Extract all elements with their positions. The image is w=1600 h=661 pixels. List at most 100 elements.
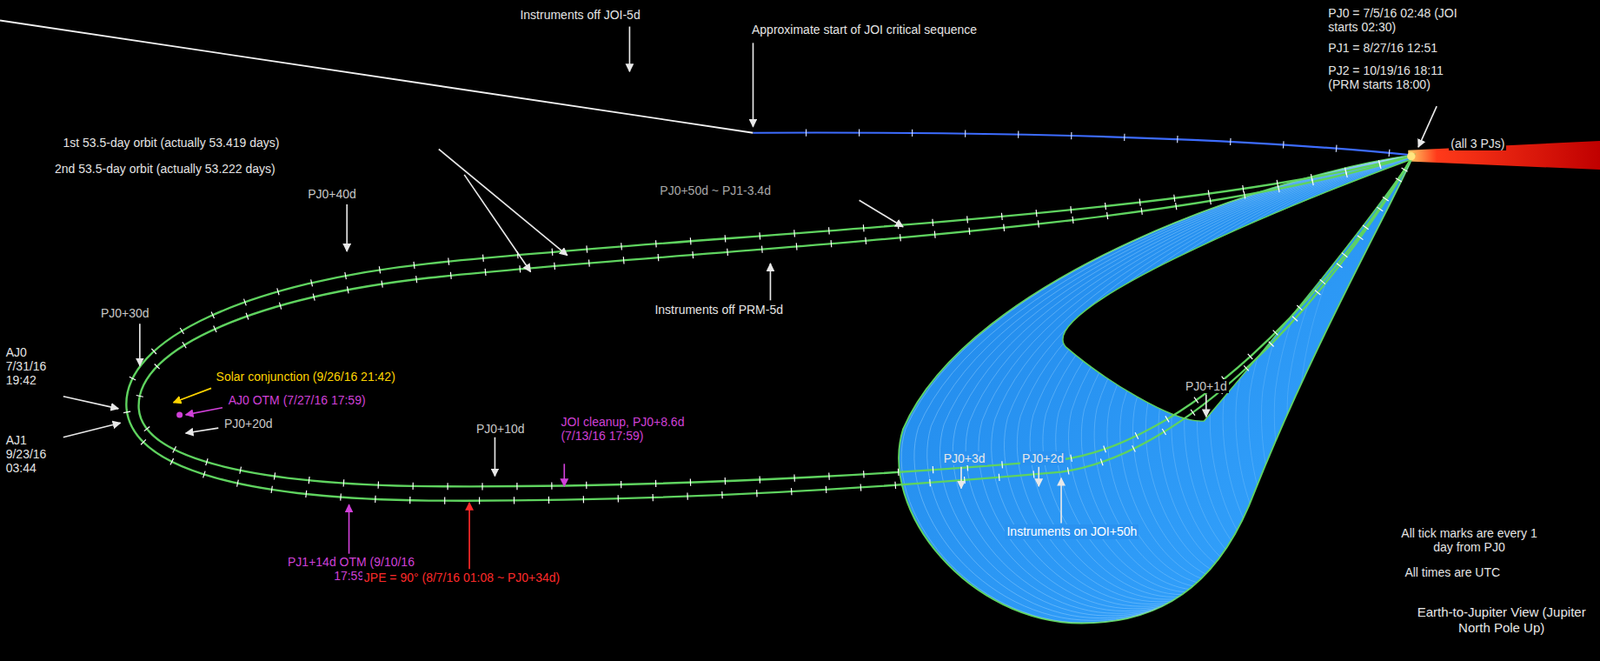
day-tick — [617, 494, 619, 502]
day-tick — [1209, 197, 1211, 205]
day-tick — [1103, 444, 1107, 452]
day-tick — [516, 482, 518, 490]
day-tick — [934, 231, 937, 239]
day-tick — [756, 489, 758, 497]
day-tick — [1312, 178, 1315, 186]
day-tick — [931, 219, 934, 226]
day-tick — [1341, 252, 1348, 258]
day-tick — [1141, 207, 1142, 215]
day-tick — [864, 237, 867, 245]
day-tick — [1278, 185, 1281, 193]
day-tick — [123, 411, 131, 412]
day-tick — [726, 248, 729, 256]
day-tick — [583, 495, 585, 503]
day-tick — [1174, 194, 1176, 202]
day-tick — [829, 239, 832, 247]
second-orbit — [139, 155, 1415, 487]
day-tick — [998, 473, 1001, 481]
day-tick — [312, 293, 315, 301]
day-tick — [1268, 341, 1275, 347]
day-tick — [1336, 263, 1343, 268]
day-tick — [1032, 470, 1035, 478]
day-tick — [793, 474, 796, 482]
day-tick — [1165, 415, 1169, 422]
orbit-annotation: AJ0 OTM (7/27/16 17:59) — [226, 392, 368, 407]
day-tick — [553, 262, 556, 270]
day-tick — [381, 280, 383, 288]
day-tick — [1037, 219, 1040, 227]
day-tick — [213, 325, 217, 332]
day-tick — [1292, 316, 1298, 322]
orbit-annotation: AJ0 7/31/16 19:42 — [4, 345, 62, 387]
day-tick — [481, 482, 483, 490]
day-tick — [345, 272, 347, 279]
day-tick — [1242, 185, 1244, 193]
orbit-annotation: Instruments on JOI+50h — [1004, 524, 1139, 538]
day-tick — [863, 224, 865, 232]
day-tick — [1248, 353, 1254, 359]
day-tick — [1001, 212, 1003, 220]
day-tick — [244, 298, 247, 306]
first-orbit — [126, 155, 1414, 501]
day-tick — [1104, 202, 1107, 210]
orbit-annotation: Approximate start of JOI critical sequen… — [750, 22, 979, 37]
day-tick — [1017, 131, 1019, 139]
day-tick — [1296, 305, 1302, 311]
day-tick — [1161, 428, 1166, 435]
orbit-annotation: (all 3 PJs) — [1448, 136, 1507, 151]
day-tick — [761, 245, 764, 253]
view-caption: Earth-to-Jupiter View (Jupiter North Pol… — [1416, 604, 1587, 636]
day-tick — [828, 226, 830, 234]
day-tick — [308, 476, 311, 484]
day-tick — [863, 470, 865, 478]
day-tick — [897, 468, 900, 476]
day-tick — [1282, 140, 1285, 148]
day-tick — [144, 425, 150, 431]
day-tick — [237, 479, 240, 487]
day-tick — [1357, 235, 1364, 240]
day-tick — [655, 479, 657, 487]
day-tick — [1071, 216, 1074, 224]
day-tick — [347, 285, 350, 293]
day-tick — [305, 490, 307, 498]
orbit-annotation: All tick marks are every 1 day from PJ0 — [1398, 525, 1541, 554]
day-tick — [450, 272, 452, 279]
day-tick — [724, 477, 727, 485]
day-tick — [278, 302, 281, 310]
orbit-annotation: PJ0+30d — [99, 305, 152, 320]
orbit-annotation: PJ0+10d — [474, 421, 527, 436]
orbit-annotation: PJ0+50d ~ PJ1-3.4d — [657, 183, 773, 198]
day-ticks — [123, 128, 1408, 504]
day-tick — [1175, 202, 1177, 210]
day-tick — [690, 478, 691, 486]
orbit-annotation: PJ2 = 10/19/16 18:11 (PRM starts 18:00) — [1326, 63, 1471, 92]
day-tick — [860, 483, 863, 491]
day-tick — [793, 229, 796, 237]
orbit-annotation: AJ1 9/23/16 03:44 — [4, 432, 62, 475]
perijove-point — [1407, 152, 1415, 160]
day-tick — [721, 491, 724, 498]
day-tick — [1362, 225, 1369, 230]
day-tick — [482, 254, 485, 262]
day-tick — [271, 485, 273, 493]
day-tick — [151, 348, 157, 354]
day-tick — [968, 227, 970, 235]
day-tick — [1069, 205, 1072, 213]
day-tick — [447, 482, 449, 490]
day-tick — [551, 248, 554, 256]
day-tick — [1273, 330, 1279, 336]
day-tick — [690, 237, 692, 245]
day-tick — [585, 245, 588, 253]
day-tick — [172, 445, 177, 452]
maneuver-dot — [176, 411, 183, 418]
day-tick — [447, 258, 450, 266]
day-tick — [182, 341, 186, 348]
day-tick — [1243, 365, 1249, 371]
day-tick — [588, 258, 591, 266]
day-tick — [140, 438, 147, 445]
day-tick — [1379, 161, 1381, 169]
day-tick — [1176, 135, 1179, 143]
day-tick — [444, 497, 445, 505]
orbit-annotation: JPE = 90° (8/7/16 01:08 ~ PJ0+34d) — [362, 570, 562, 585]
